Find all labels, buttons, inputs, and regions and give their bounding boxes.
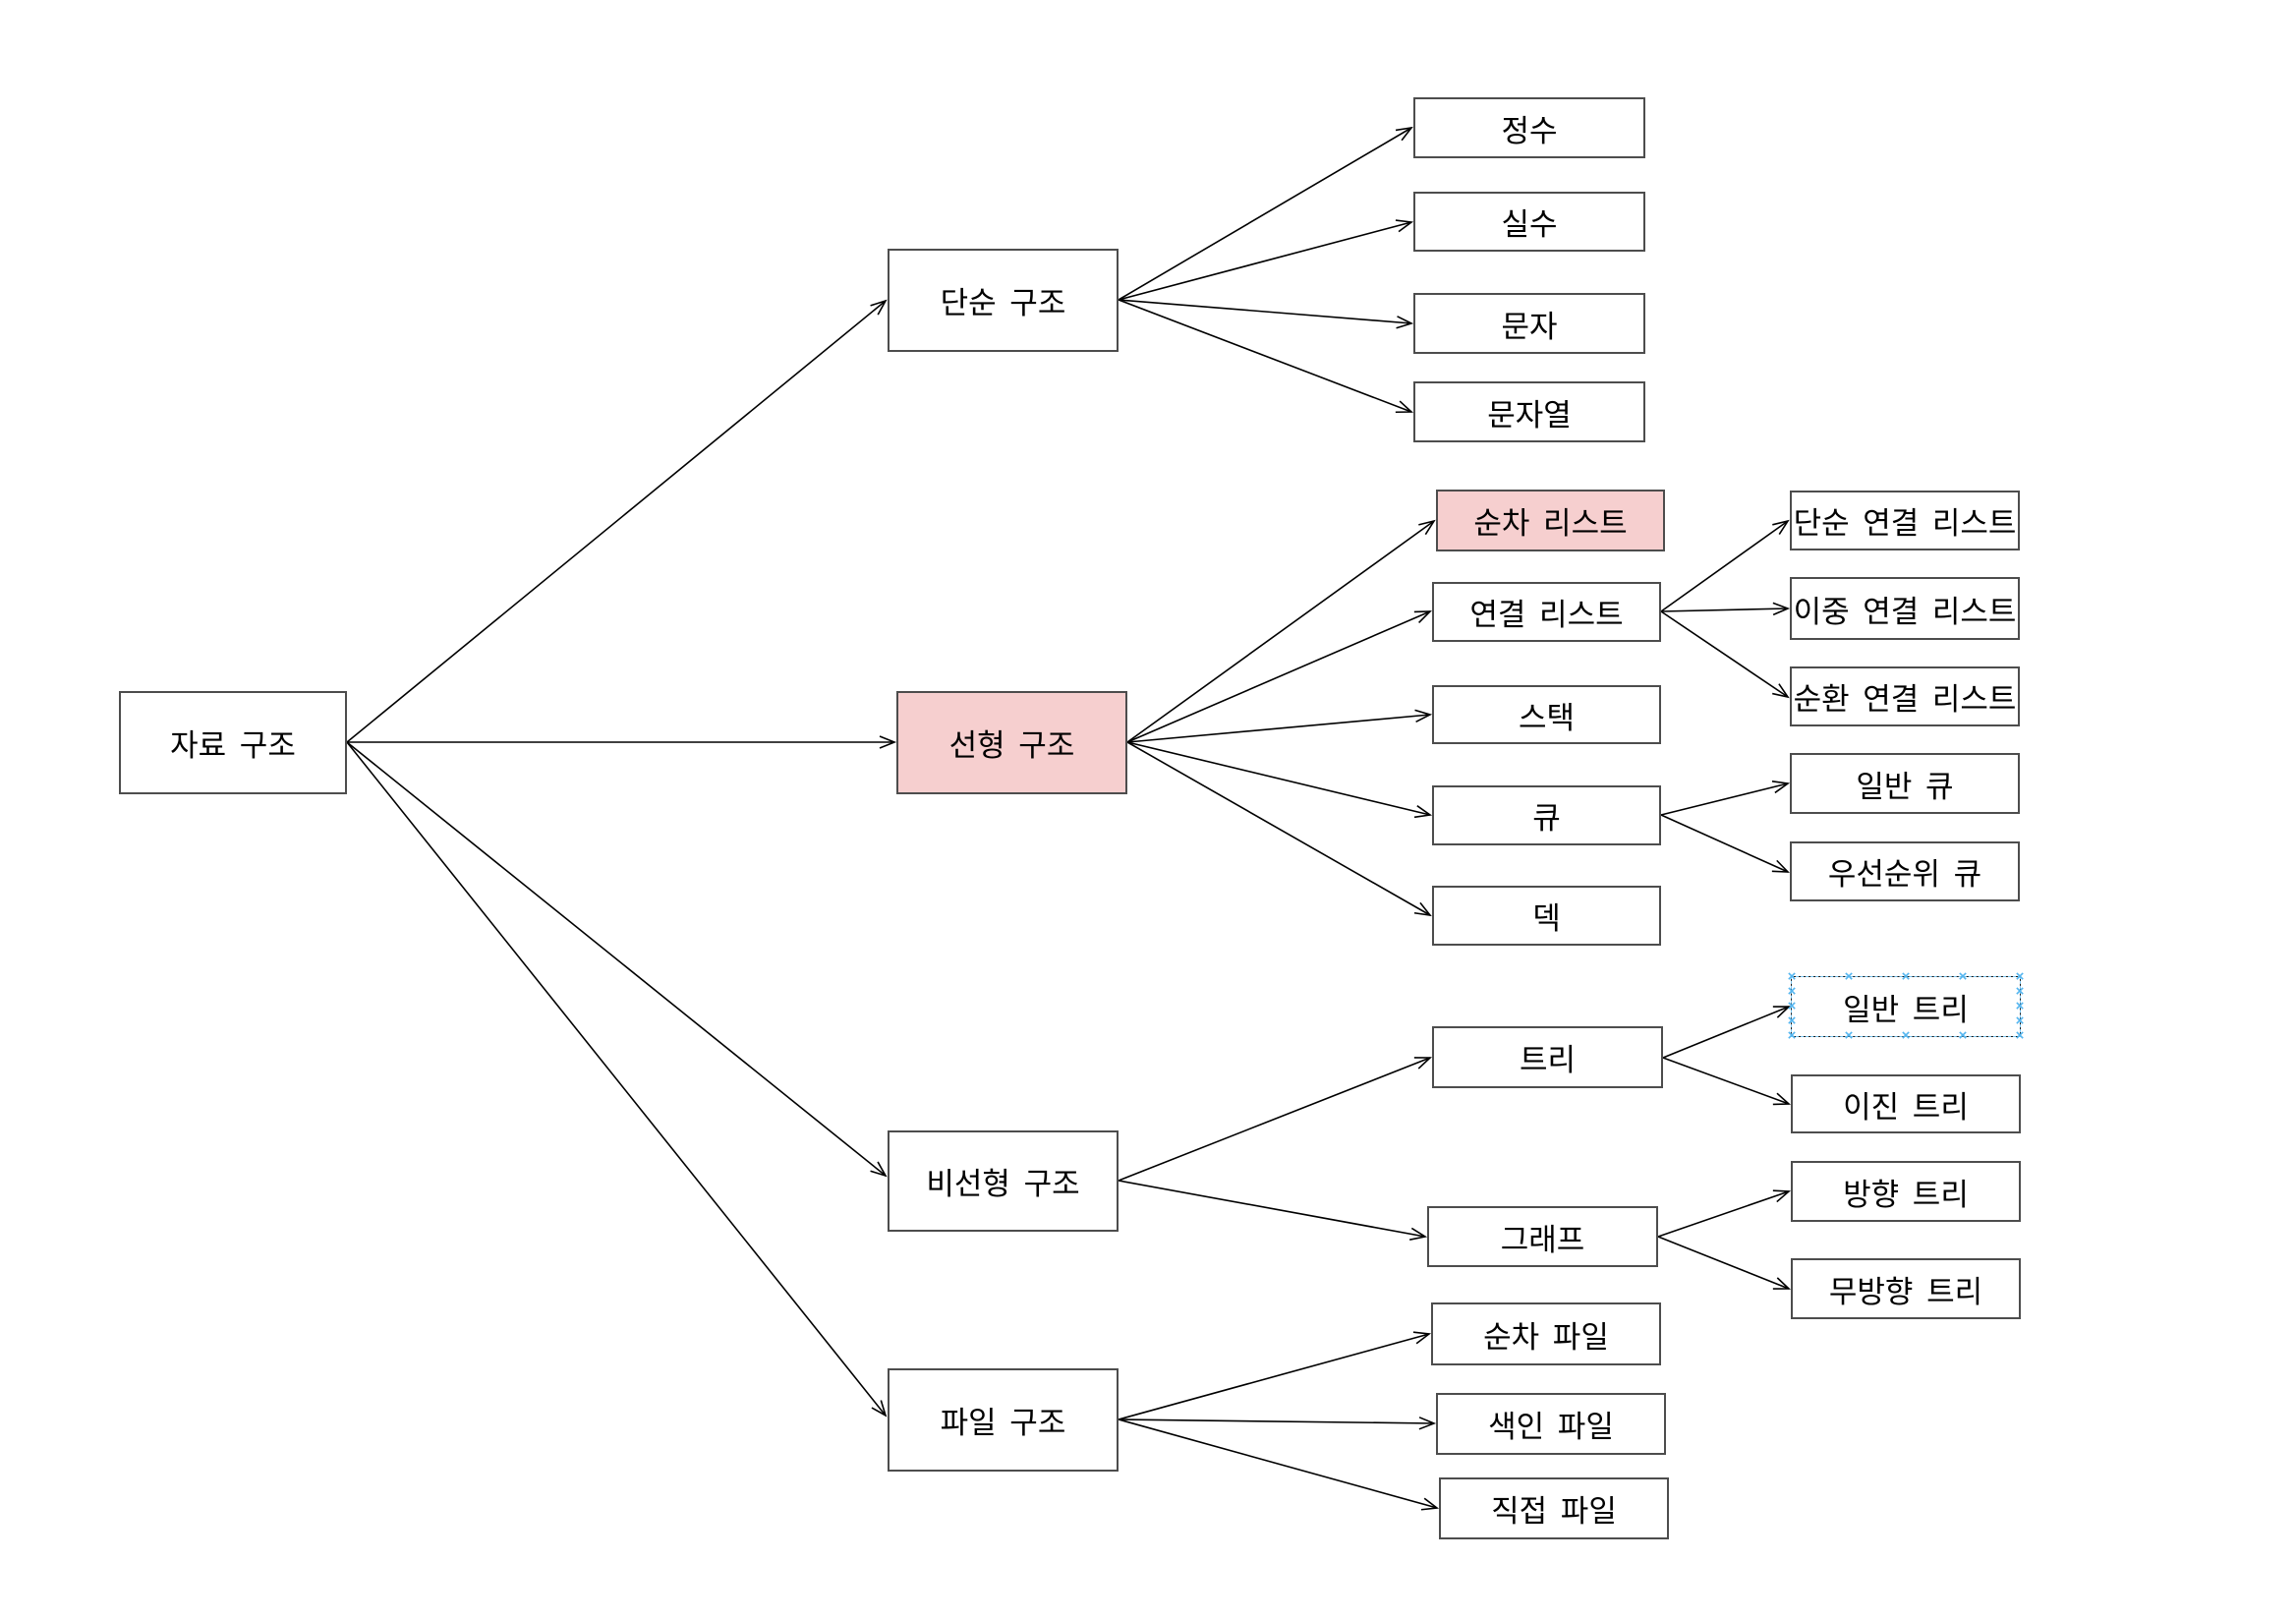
connection-point-handle[interactable]: × [2015, 998, 2025, 1014]
node-label: 스택 [1518, 700, 1576, 735]
edge-simple-to-character[interactable] [1118, 299, 1414, 329]
node-general-tree[interactable]: 일반 트리 × × × × × × × × × × × × × × × × [1788, 969, 2025, 1043]
node-label: 선형 구조 [948, 728, 1075, 763]
connection-point-handle[interactable]: × [1844, 1027, 1854, 1044]
edge-simple-to-real[interactable] [1118, 219, 1414, 301]
connection-point-handle[interactable]: × [2015, 968, 2025, 985]
node-label: 이진 트리 [1843, 1089, 1969, 1125]
node-nonlinear-structure[interactable]: 비선형 구조 [888, 1130, 1119, 1232]
connection-point-handle[interactable]: × [1901, 968, 1911, 985]
node-binary-tree[interactable]: 이진 트리 [1791, 1074, 2021, 1133]
node-label: 단순 연결 리스트 [1793, 506, 2017, 541]
node-label: 순차 리스트 [1473, 506, 1628, 541]
node-label: 문자열 [1487, 397, 1572, 433]
node-deque[interactable]: 덱 [1432, 886, 1661, 946]
node-character[interactable]: 문자 [1413, 293, 1645, 354]
edge-simple-to-string[interactable] [1118, 299, 1414, 414]
node-label: 문자 [1501, 309, 1558, 344]
edge-tree-to-binary-tree[interactable] [1662, 1057, 1792, 1106]
node-label: 자료 구조 [170, 728, 296, 763]
edge-root-to-nonlinear-structure[interactable] [346, 741, 888, 1178]
edge-file-to-sequential-file[interactable] [1118, 1331, 1432, 1420]
node-stack[interactable]: 스택 [1432, 685, 1661, 744]
node-label: 덱 [1532, 901, 1561, 936]
node-integer[interactable]: 정수 [1413, 97, 1645, 158]
edge-queue-to-general-queue[interactable] [1660, 780, 1791, 816]
node-doubly-linked-list[interactable]: 이중 연결 리스트 [1790, 577, 2020, 640]
node-undirected-tree[interactable]: 무방향 트리 [1791, 1258, 2021, 1319]
node-label: 순환 연결 리스트 [1793, 682, 2017, 717]
node-label: 방향 트리 [1843, 1177, 1969, 1212]
node-label: 큐 [1532, 801, 1561, 836]
edge-linear-to-linked-list[interactable] [1126, 610, 1432, 743]
node-label: 비선형 구조 [926, 1167, 1080, 1201]
connection-point-handle[interactable]: × [1787, 998, 1797, 1014]
node-linear-structure[interactable]: 선형 구조 [896, 691, 1127, 794]
node-label: 정수 [1501, 113, 1558, 148]
edge-linear-to-deque[interactable] [1126, 741, 1432, 917]
edge-linked-list-to-circular-linked[interactable] [1660, 610, 1790, 699]
node-label: 일반 트리 [1843, 992, 1969, 1027]
node-simple-structure[interactable]: 단순 구조 [888, 249, 1119, 352]
node-string[interactable]: 문자열 [1413, 381, 1645, 442]
edge-file-to-direct-file[interactable] [1118, 1418, 1440, 1511]
node-priority-queue[interactable]: 우선순위 큐 [1790, 841, 2020, 901]
edge-linear-to-stack[interactable] [1126, 709, 1433, 743]
edge-graph-to-undirected-tree[interactable] [1657, 1236, 1792, 1290]
edge-root-to-simple-structure[interactable] [346, 299, 888, 743]
node-label: 직접 파일 [1491, 1494, 1617, 1529]
edge-file-to-index-file[interactable] [1118, 1417, 1437, 1430]
connection-point-handle[interactable]: × [1901, 1027, 1911, 1044]
node-general-queue[interactable]: 일반 큐 [1790, 753, 2020, 814]
node-label: 트리 [1519, 1043, 1577, 1077]
node-label: 파일 구조 [940, 1406, 1066, 1440]
edge-linear-to-sequential-list[interactable] [1126, 519, 1436, 743]
node-label: 연결 리스트 [1469, 598, 1624, 632]
node-index-file[interactable]: 색인 파일 [1436, 1393, 1666, 1455]
node-linked-list[interactable]: 연결 리스트 [1432, 582, 1661, 642]
connection-point-handle[interactable]: × [1787, 1012, 1797, 1029]
connection-point-handle[interactable]: × [1787, 1027, 1797, 1044]
edge-nonlinear-to-tree[interactable] [1118, 1057, 1433, 1182]
edge-simple-to-integer[interactable] [1118, 126, 1413, 301]
node-circular-linked-list[interactable]: 순환 연결 리스트 [1790, 666, 2020, 726]
connection-point-handle[interactable]: × [2015, 1012, 2025, 1029]
node-directed-tree[interactable]: 방향 트리 [1791, 1161, 2021, 1222]
connection-point-handle[interactable]: × [1787, 983, 1797, 1000]
node-label: 순차 파일 [1483, 1319, 1609, 1355]
node-label: 실수 [1501, 207, 1558, 242]
node-label: 단순 구조 [940, 286, 1066, 320]
edge-queue-to-priority-queue[interactable] [1660, 814, 1790, 873]
connection-point-handle[interactable]: × [2015, 983, 2025, 1000]
edge-graph-to-directed-tree[interactable] [1657, 1189, 1792, 1238]
edge-tree-to-general-tree[interactable] [1662, 1006, 1791, 1059]
connection-point-handle[interactable]: × [2015, 1027, 2025, 1044]
node-singly-linked-list[interactable]: 단순 연결 리스트 [1790, 491, 2020, 550]
connection-point-handle[interactable]: × [1958, 968, 1968, 985]
node-sequential-list[interactable]: 순차 리스트 [1436, 490, 1665, 551]
node-label: 색인 파일 [1488, 1410, 1614, 1444]
node-direct-file[interactable]: 직접 파일 [1439, 1477, 1669, 1539]
node-label: 일반 큐 [1856, 769, 1954, 804]
edge-linked-list-to-doubly-linked[interactable] [1660, 602, 1791, 616]
node-data-structure[interactable]: 자료 구조 [119, 691, 347, 794]
edge-root-to-file-structure[interactable] [346, 741, 888, 1418]
edge-nonlinear-to-graph[interactable] [1118, 1180, 1428, 1241]
node-graph[interactable]: 그래프 [1427, 1206, 1658, 1267]
node-tree[interactable]: 트리 [1432, 1026, 1663, 1088]
connection-point-handle[interactable]: × [1787, 968, 1797, 985]
node-label: 무방향 트리 [1828, 1274, 1983, 1309]
node-label: 이중 연결 리스트 [1793, 594, 2017, 629]
connection-point-handle[interactable]: × [1958, 1027, 1968, 1044]
node-queue[interactable]: 큐 [1432, 785, 1661, 845]
edge-linked-list-to-singly-linked[interactable] [1660, 519, 1790, 612]
edge-linear-to-queue[interactable] [1126, 741, 1433, 819]
node-real-number[interactable]: 실수 [1413, 192, 1645, 252]
node-file-structure[interactable]: 파일 구조 [888, 1368, 1119, 1472]
connection-point-handle[interactable]: × [1844, 968, 1854, 985]
node-label: 우선순위 큐 [1827, 857, 1982, 892]
node-label: 그래프 [1500, 1222, 1585, 1257]
node-sequential-file[interactable]: 순차 파일 [1431, 1302, 1661, 1365]
